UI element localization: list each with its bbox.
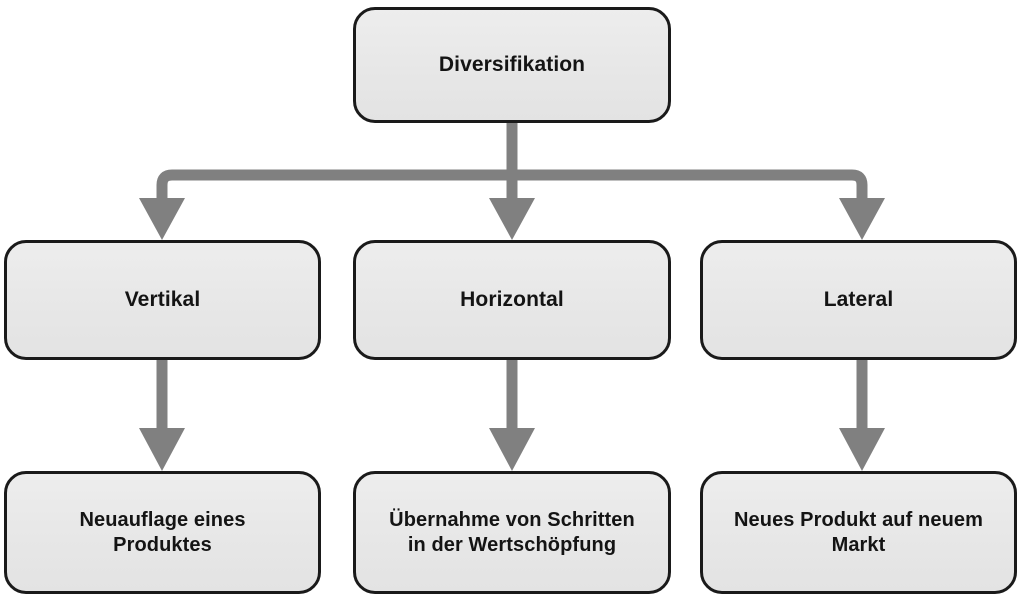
node-outcome-lateral-label: Neues Produkt auf neuem Markt	[733, 508, 984, 556]
node-outcome-lateral[interactable]: Neues Produkt auf neuem Markt	[700, 471, 1017, 594]
arrow-root-to-horizontal	[489, 118, 535, 240]
node-diversifikation[interactable]: Diversifikation	[353, 7, 671, 123]
arrow-root-to-vertikal	[139, 198, 185, 240]
node-lateral[interactable]: Lateral	[700, 240, 1017, 360]
node-vertikal[interactable]: Vertikal	[4, 240, 321, 360]
arrow-lateral-to-leaf	[839, 358, 885, 471]
arrow-root-to-lateral	[839, 198, 885, 240]
node-outcome-horizontal[interactable]: Übernahme von Schritten in der Wertschöp…	[353, 471, 671, 594]
node-outcome-horizontal-label: Übernahme von Schritten in der Wertschöp…	[389, 508, 635, 556]
node-horizontal[interactable]: Horizontal	[353, 240, 671, 360]
node-vertikal-label: Vertikal	[124, 287, 201, 311]
node-outcome-vertikal-label: Neuauflage eines Produktes	[79, 508, 246, 556]
node-horizontal-label: Horizontal	[460, 287, 564, 311]
node-diversifikation-label: Diversifikation	[438, 52, 586, 76]
node-outcome-vertikal[interactable]: Neuauflage eines Produktes	[4, 471, 321, 594]
arrow-horizontal-to-leaf	[489, 358, 535, 471]
node-lateral-label: Lateral	[823, 287, 894, 311]
arrow-vertikal-to-leaf	[139, 358, 185, 471]
connector-distribution-bus	[156, 169, 868, 230]
